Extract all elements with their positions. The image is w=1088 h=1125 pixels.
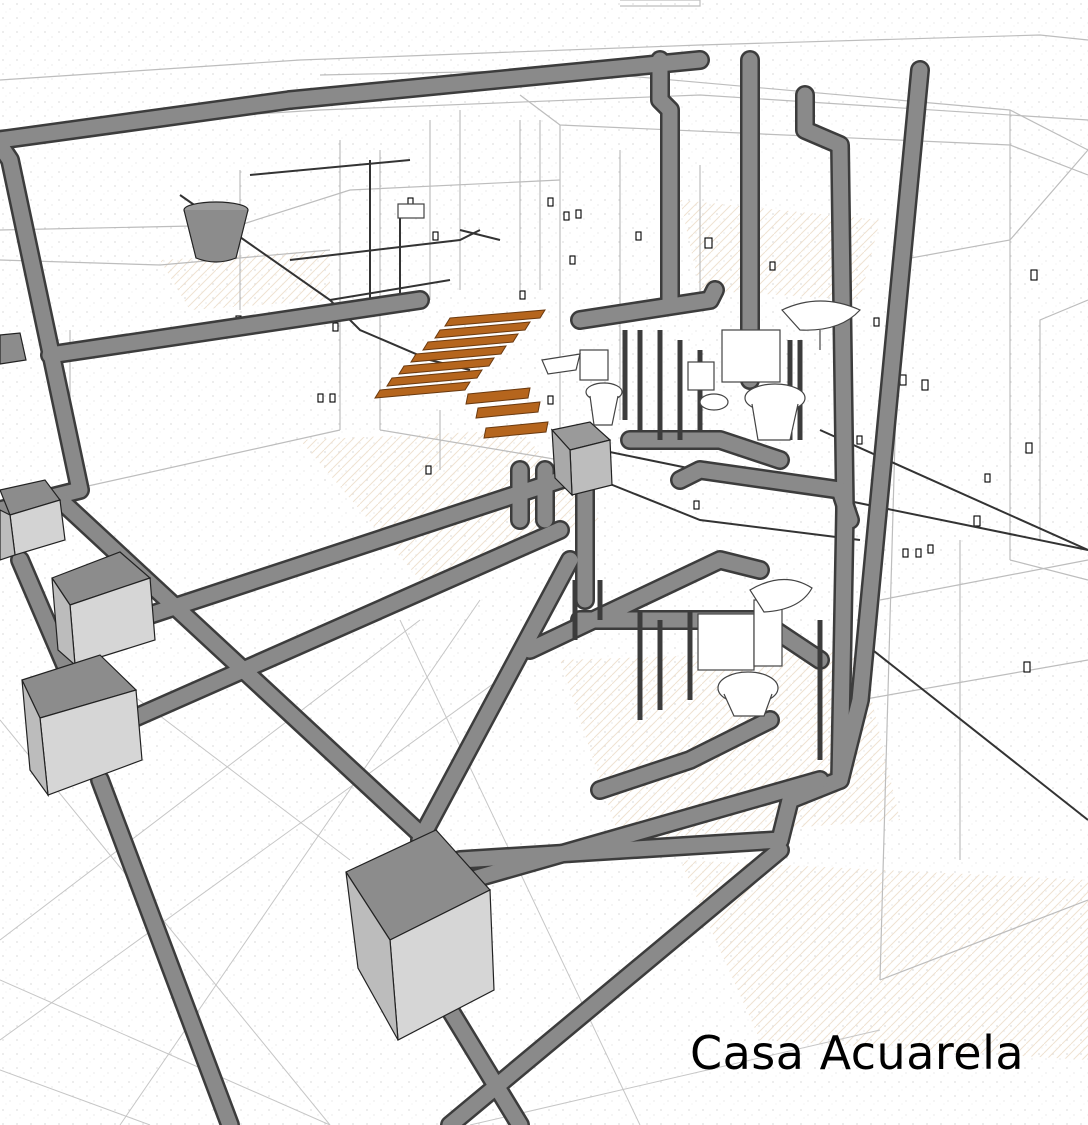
inspection-box-left [0, 479, 66, 561]
toilet-small [687, 361, 729, 411]
drain-pipes [0, 50, 930, 1125]
sink-lower [749, 578, 813, 613]
inspection-box-1 [51, 551, 156, 667]
sink-right [781, 300, 862, 350]
inspection-box-2 [21, 654, 143, 798]
inspection-box-upper-left [0, 332, 27, 365]
toilet-lower [697, 599, 783, 717]
staircase [374, 309, 549, 439]
caption-title: Casa Acuarela [690, 1026, 1025, 1080]
toilet-upper-left [579, 349, 623, 426]
building-walls [0, 0, 1088, 981]
sink-upper [397, 203, 425, 219]
inspection-box-main [345, 829, 495, 1041]
sink-upper-left [541, 353, 581, 375]
toilet-upper-right [721, 329, 806, 441]
collector-box [550, 421, 613, 497]
ground-lines [0, 599, 881, 1125]
wall-outlets [235, 197, 1038, 673]
water-tank [183, 201, 249, 263]
